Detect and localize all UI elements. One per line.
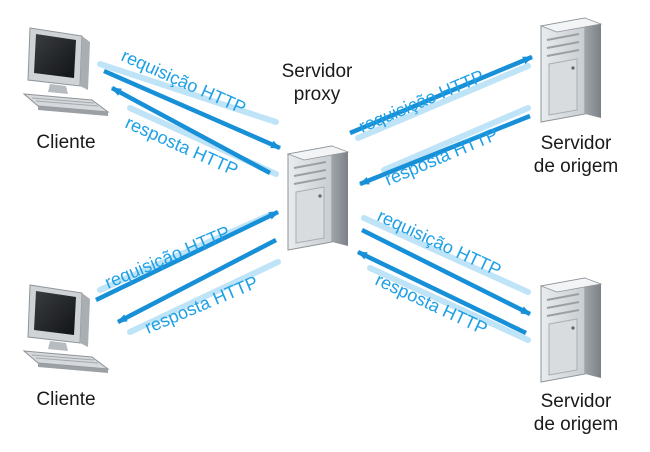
origin-bottom-label-line2: de origem [533, 414, 619, 435]
proxy-label-line1: Servidor [281, 61, 353, 82]
client-top-icon [23, 27, 109, 117]
label-bottom-left-request: requisição HTTP [102, 222, 233, 293]
client-top-label: Cliente [36, 132, 96, 153]
arrow-bottom-right-request-shadow [361, 215, 531, 295]
arrow-top-left-request [103, 68, 281, 151]
proxy-label: Servidor proxy [262, 60, 372, 106]
arrow-top-right-request [349, 54, 533, 136]
arrow-bottom-left-response [116, 238, 278, 324]
arrow-bottom-right-response-shadow [367, 265, 531, 343]
arrow-top-right-response-shadow [381, 105, 531, 173]
origin-top-label: Servidor de origem [516, 132, 636, 178]
arrow-bottom-right-response [357, 249, 527, 336]
arrow-bottom-left-response-shadow [127, 259, 281, 335]
client-bottom-label: Cliente [36, 389, 96, 410]
origin-top-label-line1: Servidor [540, 133, 612, 154]
origin-server-bottom-icon [540, 277, 602, 383]
label-top-right-response: resposta HTTP [382, 124, 501, 190]
arrow-top-left-response [110, 86, 272, 175]
arrow-bottom-left-request [95, 209, 279, 303]
arrow-top-left-request-shadow [97, 61, 279, 125]
arrow-bottom-right-request [360, 227, 532, 317]
origin-bottom-label-line1: Servidor [540, 391, 612, 412]
origin-server-top-icon [540, 17, 602, 123]
origin-bottom-label: Servidor de origem [516, 390, 636, 436]
label-bottom-left-response: resposta HTTP [142, 272, 261, 338]
proxy-label-line2: proxy [293, 84, 341, 105]
proxy-server-icon [287, 145, 349, 251]
arrow-top-right-response [359, 113, 531, 187]
origin-top-label-line2: de origem [533, 156, 619, 177]
arrow-top-right-request-shadow [355, 63, 531, 141]
label-top-right-request: requisição HTTP [356, 66, 487, 137]
label-bottom-right-response: resposta HTTP [372, 269, 490, 338]
